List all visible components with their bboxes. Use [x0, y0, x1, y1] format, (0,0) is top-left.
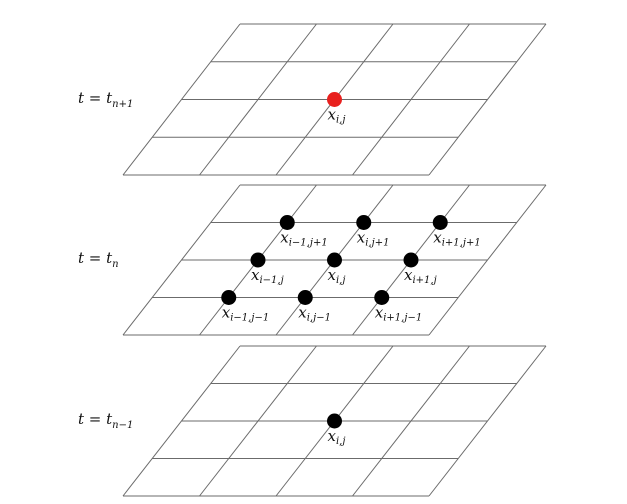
- grid-column-line: [199, 23, 317, 176]
- time-label-current: t = tn: [78, 249, 119, 270]
- grid-node-label: xi+1,j+1: [433, 229, 480, 249]
- grid-node-label: xi,j+1: [357, 229, 390, 249]
- layer-next: t = tn+1 xi,j: [78, 23, 547, 176]
- grid-node-label: xi−1,j: [251, 266, 284, 286]
- grid-column-line: [428, 23, 547, 176]
- grid-node-label: xi,j: [328, 427, 346, 447]
- grid-node: [327, 92, 342, 107]
- grid-node: [374, 290, 390, 305]
- grid-node: [403, 252, 419, 268]
- grid-node: [327, 413, 342, 429]
- layer-current: t = tn xi−1,j+1 xi,j+1 xi+1,j+1 xi−1,j xi,j xi…: [78, 184, 547, 336]
- grid-column-line: [352, 345, 470, 497]
- grid-column-line: [428, 345, 547, 497]
- grid-node-label: xi+1,j−1: [375, 304, 422, 324]
- grid-column-line: [428, 184, 547, 336]
- time-label-previous: t = tn−1: [78, 410, 133, 431]
- grid-node: [356, 215, 372, 230]
- grid-column-line: [352, 23, 470, 176]
- grid-node-label: xi,j: [328, 266, 346, 286]
- grid-node: [279, 215, 295, 230]
- grid-column-line: [199, 345, 317, 497]
- grid-node: [297, 290, 313, 305]
- time-label-next: t = tn+1: [78, 89, 133, 110]
- grid-column-line: [122, 23, 241, 176]
- layer-previous: t = tn−1 xi,j: [78, 345, 547, 497]
- grid-node: [250, 252, 266, 268]
- grid-node-label: xi−1,j−1: [222, 304, 269, 324]
- grid-node-label: xi+1,j: [404, 266, 437, 286]
- grid-column-line: [122, 345, 241, 497]
- grid-node-label: xi,j: [328, 106, 346, 126]
- grid-node-label: xi−1,j+1: [280, 229, 327, 249]
- grid-node: [221, 290, 237, 305]
- grid-node: [327, 252, 342, 268]
- grid-column-line: [122, 184, 241, 336]
- grid-node-label: xi,j−1: [298, 304, 331, 324]
- grid-node: [432, 215, 448, 230]
